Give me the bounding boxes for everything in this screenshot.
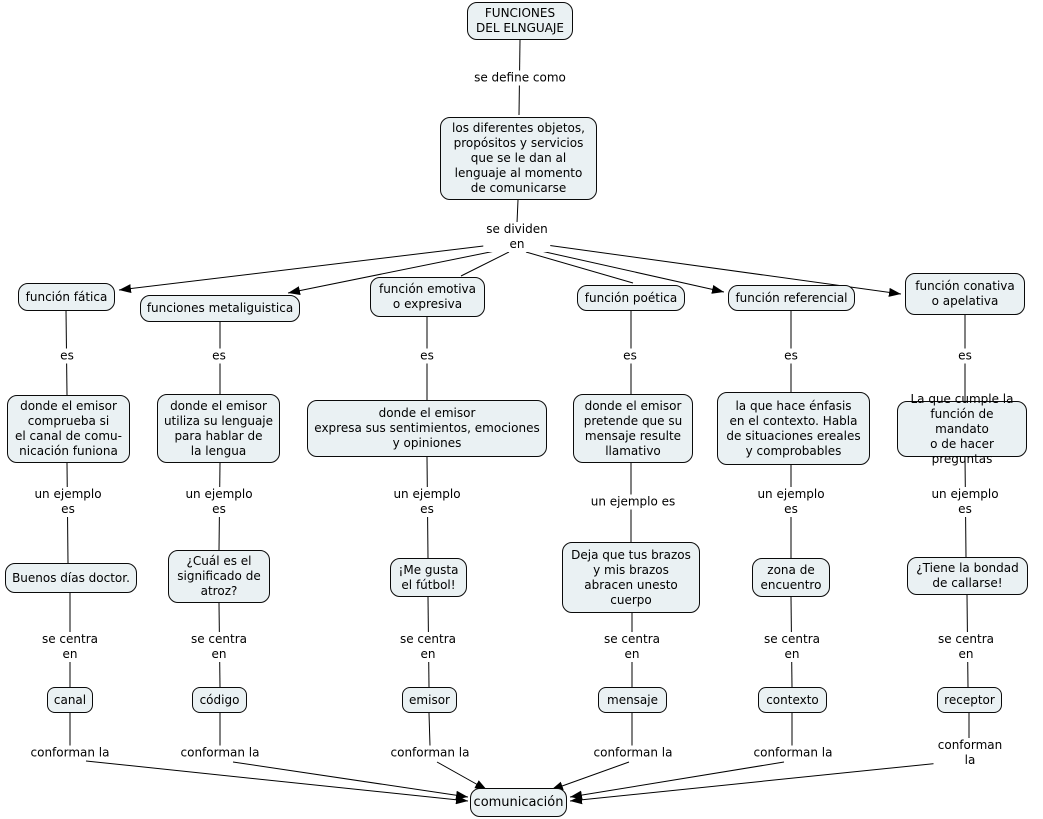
link-label-se-dividen-en: se dividen en: [483, 222, 551, 252]
concept-node-codigo[interactable]: código: [192, 687, 247, 713]
concept-node-contexto[interactable]: contexto: [758, 687, 827, 713]
link-label-se-define-como: se define como: [471, 70, 569, 86]
concept-node-title[interactable]: FUNCIONES DEL ELNGUAJE: [467, 2, 573, 40]
link-label-es: es: [417, 348, 437, 364]
concept-node-ejemplo-referencial[interactable]: zona de encuentro: [752, 558, 830, 597]
concept-node-receptor[interactable]: receptor: [937, 687, 1002, 713]
link-label-un-ejemplo: un ejemplo es: [182, 487, 256, 517]
concept-node-emisor[interactable]: emisor: [402, 687, 457, 713]
concept-node-funcion-emotiva[interactable]: función emotiva o expresiva: [370, 277, 485, 317]
link-label-es: es: [781, 348, 801, 364]
concept-node-descripcion-poetica[interactable]: donde el emisor pretende que su mensaje …: [573, 394, 693, 463]
link-label-se-centra: se centra en: [600, 632, 664, 662]
concept-node-ejemplo-conativa[interactable]: ¿Tiene la bondad de callarse!: [907, 557, 1028, 595]
link-label-conforman: conforman la: [27, 745, 113, 761]
concept-node-ejemplo-metaliguistica[interactable]: ¿Cuál es el significado de atroz?: [168, 550, 270, 603]
link-label-conforman: conforman la: [387, 745, 473, 761]
concept-node-descripcion-referencial[interactable]: la que hace énfasis en el contexto. Habl…: [717, 392, 870, 465]
link-label-se-centra: se centra en: [760, 632, 824, 662]
concept-node-descripcion-conativa[interactable]: La que cumple la función de mandato o de…: [897, 392, 1027, 466]
link-label-conforman: conforman la: [590, 745, 676, 761]
concept-node-funciones-metaliguistica[interactable]: funciones metaliguistica: [140, 295, 300, 322]
concept-node-funcion-referencial[interactable]: función referencial: [728, 285, 855, 311]
concept-node-descripcion-metaliguistica[interactable]: donde el emisor utiliza su lenguaje para…: [157, 394, 280, 463]
link-label-un-ejemplo: un ejemplo es: [31, 487, 105, 517]
concept-node-ejemplo-poetica[interactable]: Deja que tus brazos y mis brazos abracen…: [562, 542, 700, 613]
link-label-se-centra: se centra en: [38, 632, 102, 662]
link-label-un-ejemplo: un ejemplo es: [587, 494, 679, 510]
link-label-conforman: conforman la: [933, 738, 1007, 768]
concept-node-ejemplo-fatica[interactable]: Buenos días doctor.: [5, 563, 137, 593]
concept-node-funcion-poetica[interactable]: función poética: [577, 285, 685, 311]
link-label-es: es: [209, 348, 229, 364]
link-label-un-ejemplo: un ejemplo es: [390, 487, 464, 517]
concept-node-comunicacion[interactable]: comunicación: [470, 788, 567, 817]
link-label-es: es: [955, 348, 975, 364]
link-label-conforman: conforman la: [750, 745, 836, 761]
link-label-es: es: [620, 348, 640, 364]
link-label-se-centra: se centra en: [396, 632, 460, 662]
concept-node-descripcion-fatica[interactable]: donde el emisor comprueba si el canal de…: [7, 395, 130, 463]
concept-node-funcion-conativa[interactable]: función conativa o apelativa: [905, 273, 1025, 315]
concept-node-ejemplo-emotiva[interactable]: ¡Me gusta el fútbol!: [390, 558, 467, 597]
link-label-es: es: [57, 348, 77, 364]
link-label-se-centra: se centra en: [187, 632, 251, 662]
concept-node-mensaje[interactable]: mensaje: [598, 687, 667, 713]
concept-node-descripcion-emotiva[interactable]: donde el emisor expresa sus sentimientos…: [307, 400, 547, 457]
link-label-conforman: conforman la: [177, 745, 263, 761]
link-label-se-centra: se centra en: [934, 632, 998, 662]
link-label-un-ejemplo: un ejemplo es: [754, 487, 828, 517]
link-label-un-ejemplo: un ejemplo es: [928, 487, 1002, 517]
concept-node-funcion-fatica[interactable]: función fática: [18, 283, 115, 311]
concept-node-canal[interactable]: canal: [47, 687, 93, 713]
concept-node-definicion[interactable]: los diferentes objetos, propósitos y ser…: [440, 117, 597, 200]
